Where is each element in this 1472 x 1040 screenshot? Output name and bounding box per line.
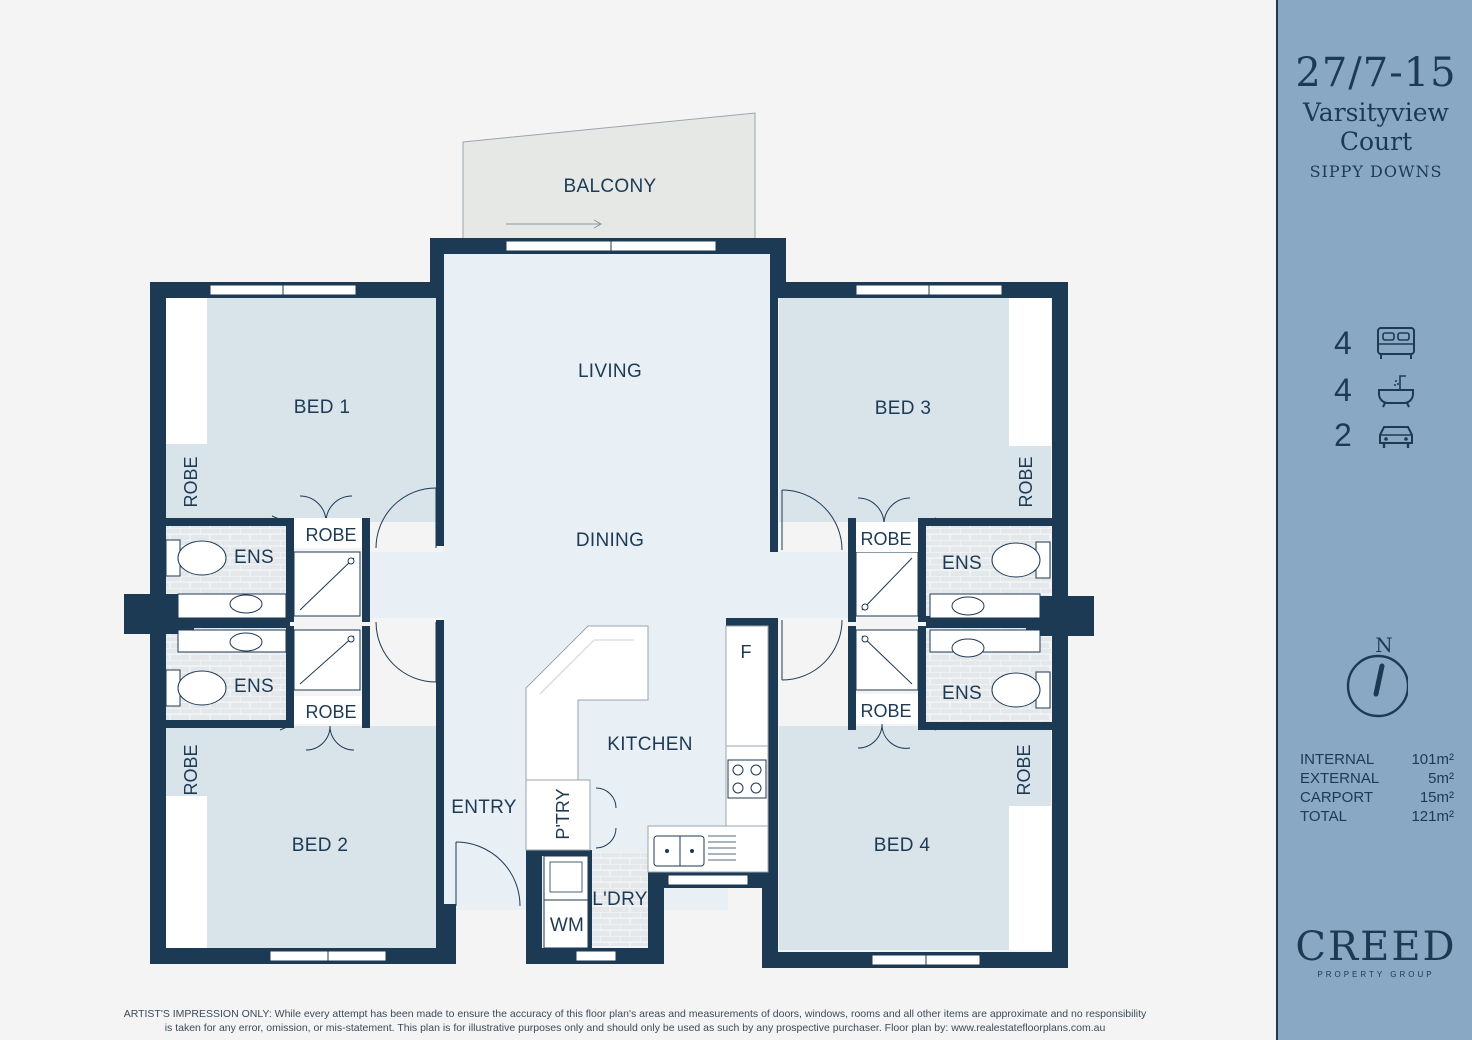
compass-north-label: N [1375, 633, 1393, 657]
bed4-label: BED 4 [874, 835, 931, 856]
doors [240, 487, 968, 907]
dining-label: DINING [576, 530, 644, 551]
robe4-label: ROBE [860, 701, 911, 721]
bed1-label: BED 1 [294, 397, 350, 418]
robe-bed4-label: ROBE [1014, 744, 1034, 795]
area-value: 5m² [1428, 770, 1454, 787]
kitchen-bench [525, 625, 769, 949]
area-row: EXTERNAL 5m² [1300, 769, 1454, 788]
area-label: EXTERNAL [1300, 770, 1380, 787]
address-line3: Court [1339, 127, 1413, 156]
bed-icon [1377, 327, 1415, 359]
disclaimer: ARTIST'S IMPRESSION ONLY: While every at… [70, 1007, 1200, 1035]
bathroom-fixtures [165, 539, 1051, 709]
area-row: INTERNAL 101m² [1300, 750, 1454, 769]
area-value: 15m² [1419, 789, 1454, 806]
robe3-label: ROBE [860, 529, 911, 549]
area-row: CARPORT 15m² [1300, 788, 1454, 807]
address-suburb: SIPPY DOWNS [1309, 162, 1443, 181]
address-street: Varsityview Court [1278, 98, 1472, 156]
ens2-label: ENS [234, 676, 274, 697]
baths-count: 4 [1334, 371, 1352, 408]
compass-icon: N [1346, 633, 1408, 718]
balcony-label: BALCONY [564, 176, 657, 197]
info-sidebar: 27/7-15 Varsityview Court SIPPY DOWNS 4 … [1276, 0, 1472, 1040]
car-icon [1379, 426, 1413, 448]
wm-label: WM [550, 915, 584, 936]
fridge-label: F [741, 642, 752, 662]
bed1-floor [165, 296, 437, 522]
robe1-label: ROBE [305, 525, 356, 545]
address-line1: 27/7-15 [1295, 50, 1457, 96]
area-row: TOTAL 121m² [1300, 807, 1454, 826]
brand-logo: CREED [1295, 924, 1457, 970]
beds-feature: 4 [1334, 323, 1434, 363]
area-value: 101m² [1411, 751, 1454, 768]
laundry-floor [590, 852, 648, 946]
bed4-floor [779, 726, 1051, 950]
robe-bed1-label: ROBE [181, 456, 201, 507]
living-dining-floor [443, 254, 771, 554]
ens1-label: ENS [234, 547, 274, 568]
beds-count: 4 [1334, 324, 1352, 361]
floor-plan: BALCONY LIVING DINING KITCHEN ENTRY BED … [124, 112, 1094, 968]
cars-feature: 2 [1334, 415, 1434, 455]
robe-bed2-label: ROBE [181, 744, 201, 795]
bed2-label: BED 2 [292, 835, 348, 856]
living-label: LIVING [578, 361, 642, 382]
area-summary: INTERNAL 101m² EXTERNAL 5m² CARPORT 15m²… [1300, 750, 1454, 826]
bed2-floor [165, 726, 437, 950]
bed3-label: BED 3 [875, 398, 931, 419]
robe-bed3-label: ROBE [1016, 456, 1036, 507]
area-label: TOTAL [1300, 808, 1347, 825]
windows [209, 240, 1003, 966]
kitchen-label: KITCHEN [607, 734, 693, 755]
area-label: INTERNAL [1300, 751, 1375, 768]
ens3-label: ENS [942, 553, 982, 574]
entry-label: ENTRY [451, 797, 517, 818]
brand-tagline: PROPERTY GROUP [1317, 970, 1435, 979]
ens4-label: ENS [942, 683, 982, 704]
disclaimer-line2: is taken for any error, omission, or mis… [164, 1022, 1106, 1034]
laundry-label: L'DRY [592, 889, 647, 910]
robe2-label: ROBE [305, 702, 356, 722]
area-label: CARPORT [1300, 789, 1374, 806]
bed3-floor [779, 296, 1051, 522]
address-line2: Varsityview [1303, 98, 1449, 127]
cars-count: 2 [1334, 416, 1352, 453]
area-value: 121m² [1411, 808, 1454, 825]
disclaimer-line1: ARTIST'S IMPRESSION ONLY: While every at… [123, 1008, 1147, 1020]
pantry-label: P'TRY [553, 788, 573, 839]
baths-feature: 4 [1334, 370, 1434, 410]
bathtub-icon [1378, 375, 1414, 408]
